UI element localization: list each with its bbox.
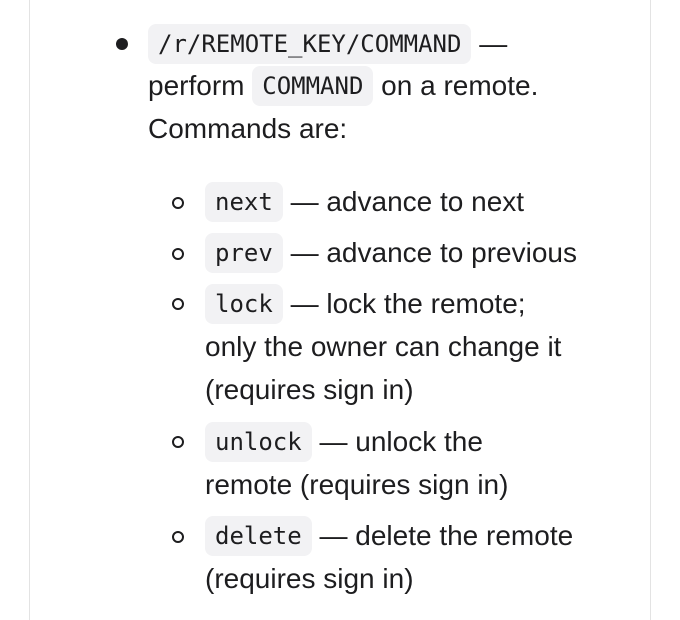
sub-list-item-prev: prev — advance to previous	[205, 233, 577, 273]
sub-list-item-delete: delete — delete the remote	[205, 516, 573, 556]
command-description-continued: only the owner can change it	[205, 327, 561, 367]
sub-list-bullet	[172, 197, 184, 209]
list-item-dash: —	[471, 28, 508, 59]
command-description: — lock the remote;	[282, 288, 526, 319]
sub-list-item-lock: lock — lock the remote;	[205, 284, 526, 324]
command-description: remote (requires sign in)	[205, 469, 509, 500]
content-border-left	[29, 0, 30, 620]
inline-code-route: /r/REMOTE_KEY/COMMAND	[148, 24, 472, 64]
list-item-text: perform	[148, 70, 253, 101]
command-description-continued: remote (requires sign in)	[205, 465, 508, 505]
command-description: — unlock the	[311, 426, 483, 457]
sub-list-bullet	[172, 248, 184, 260]
inline-code-prev: prev	[205, 233, 283, 273]
inline-code-lock: lock	[205, 284, 283, 324]
command-description: — advance to previous	[282, 237, 577, 268]
command-description-continued: (requires sign in)	[205, 370, 414, 410]
sub-list-bullet	[172, 436, 184, 448]
list-item-line-1: /r/REMOTE_KEY/COMMAND —	[148, 24, 507, 64]
list-item-line-2: perform COMMAND on a remote.	[148, 66, 538, 106]
list-bullet	[116, 38, 128, 50]
inline-code-unlock: unlock	[205, 422, 312, 462]
list-item-text: Commands are:	[148, 113, 348, 144]
command-description: — advance to next	[282, 186, 525, 217]
sub-list-item-unlock: unlock — unlock the	[205, 422, 483, 462]
list-item-line-3: Commands are:	[148, 109, 347, 149]
command-description: only the owner can change it	[205, 331, 562, 362]
command-description: — delete the remote	[311, 520, 574, 551]
inline-code-delete: delete	[205, 516, 312, 556]
command-description: (requires sign in)	[205, 563, 414, 594]
command-description: (requires sign in)	[205, 374, 414, 405]
sub-list-bullet	[172, 298, 184, 310]
sub-list-bullet	[172, 531, 184, 543]
inline-code-next: next	[205, 182, 283, 222]
list-item-text: on a remote.	[373, 70, 539, 101]
command-description-continued: (requires sign in)	[205, 559, 414, 599]
sub-list-item-next: next — advance to next	[205, 182, 524, 222]
content-border-right	[650, 0, 651, 620]
inline-code-command: COMMAND	[252, 66, 374, 106]
